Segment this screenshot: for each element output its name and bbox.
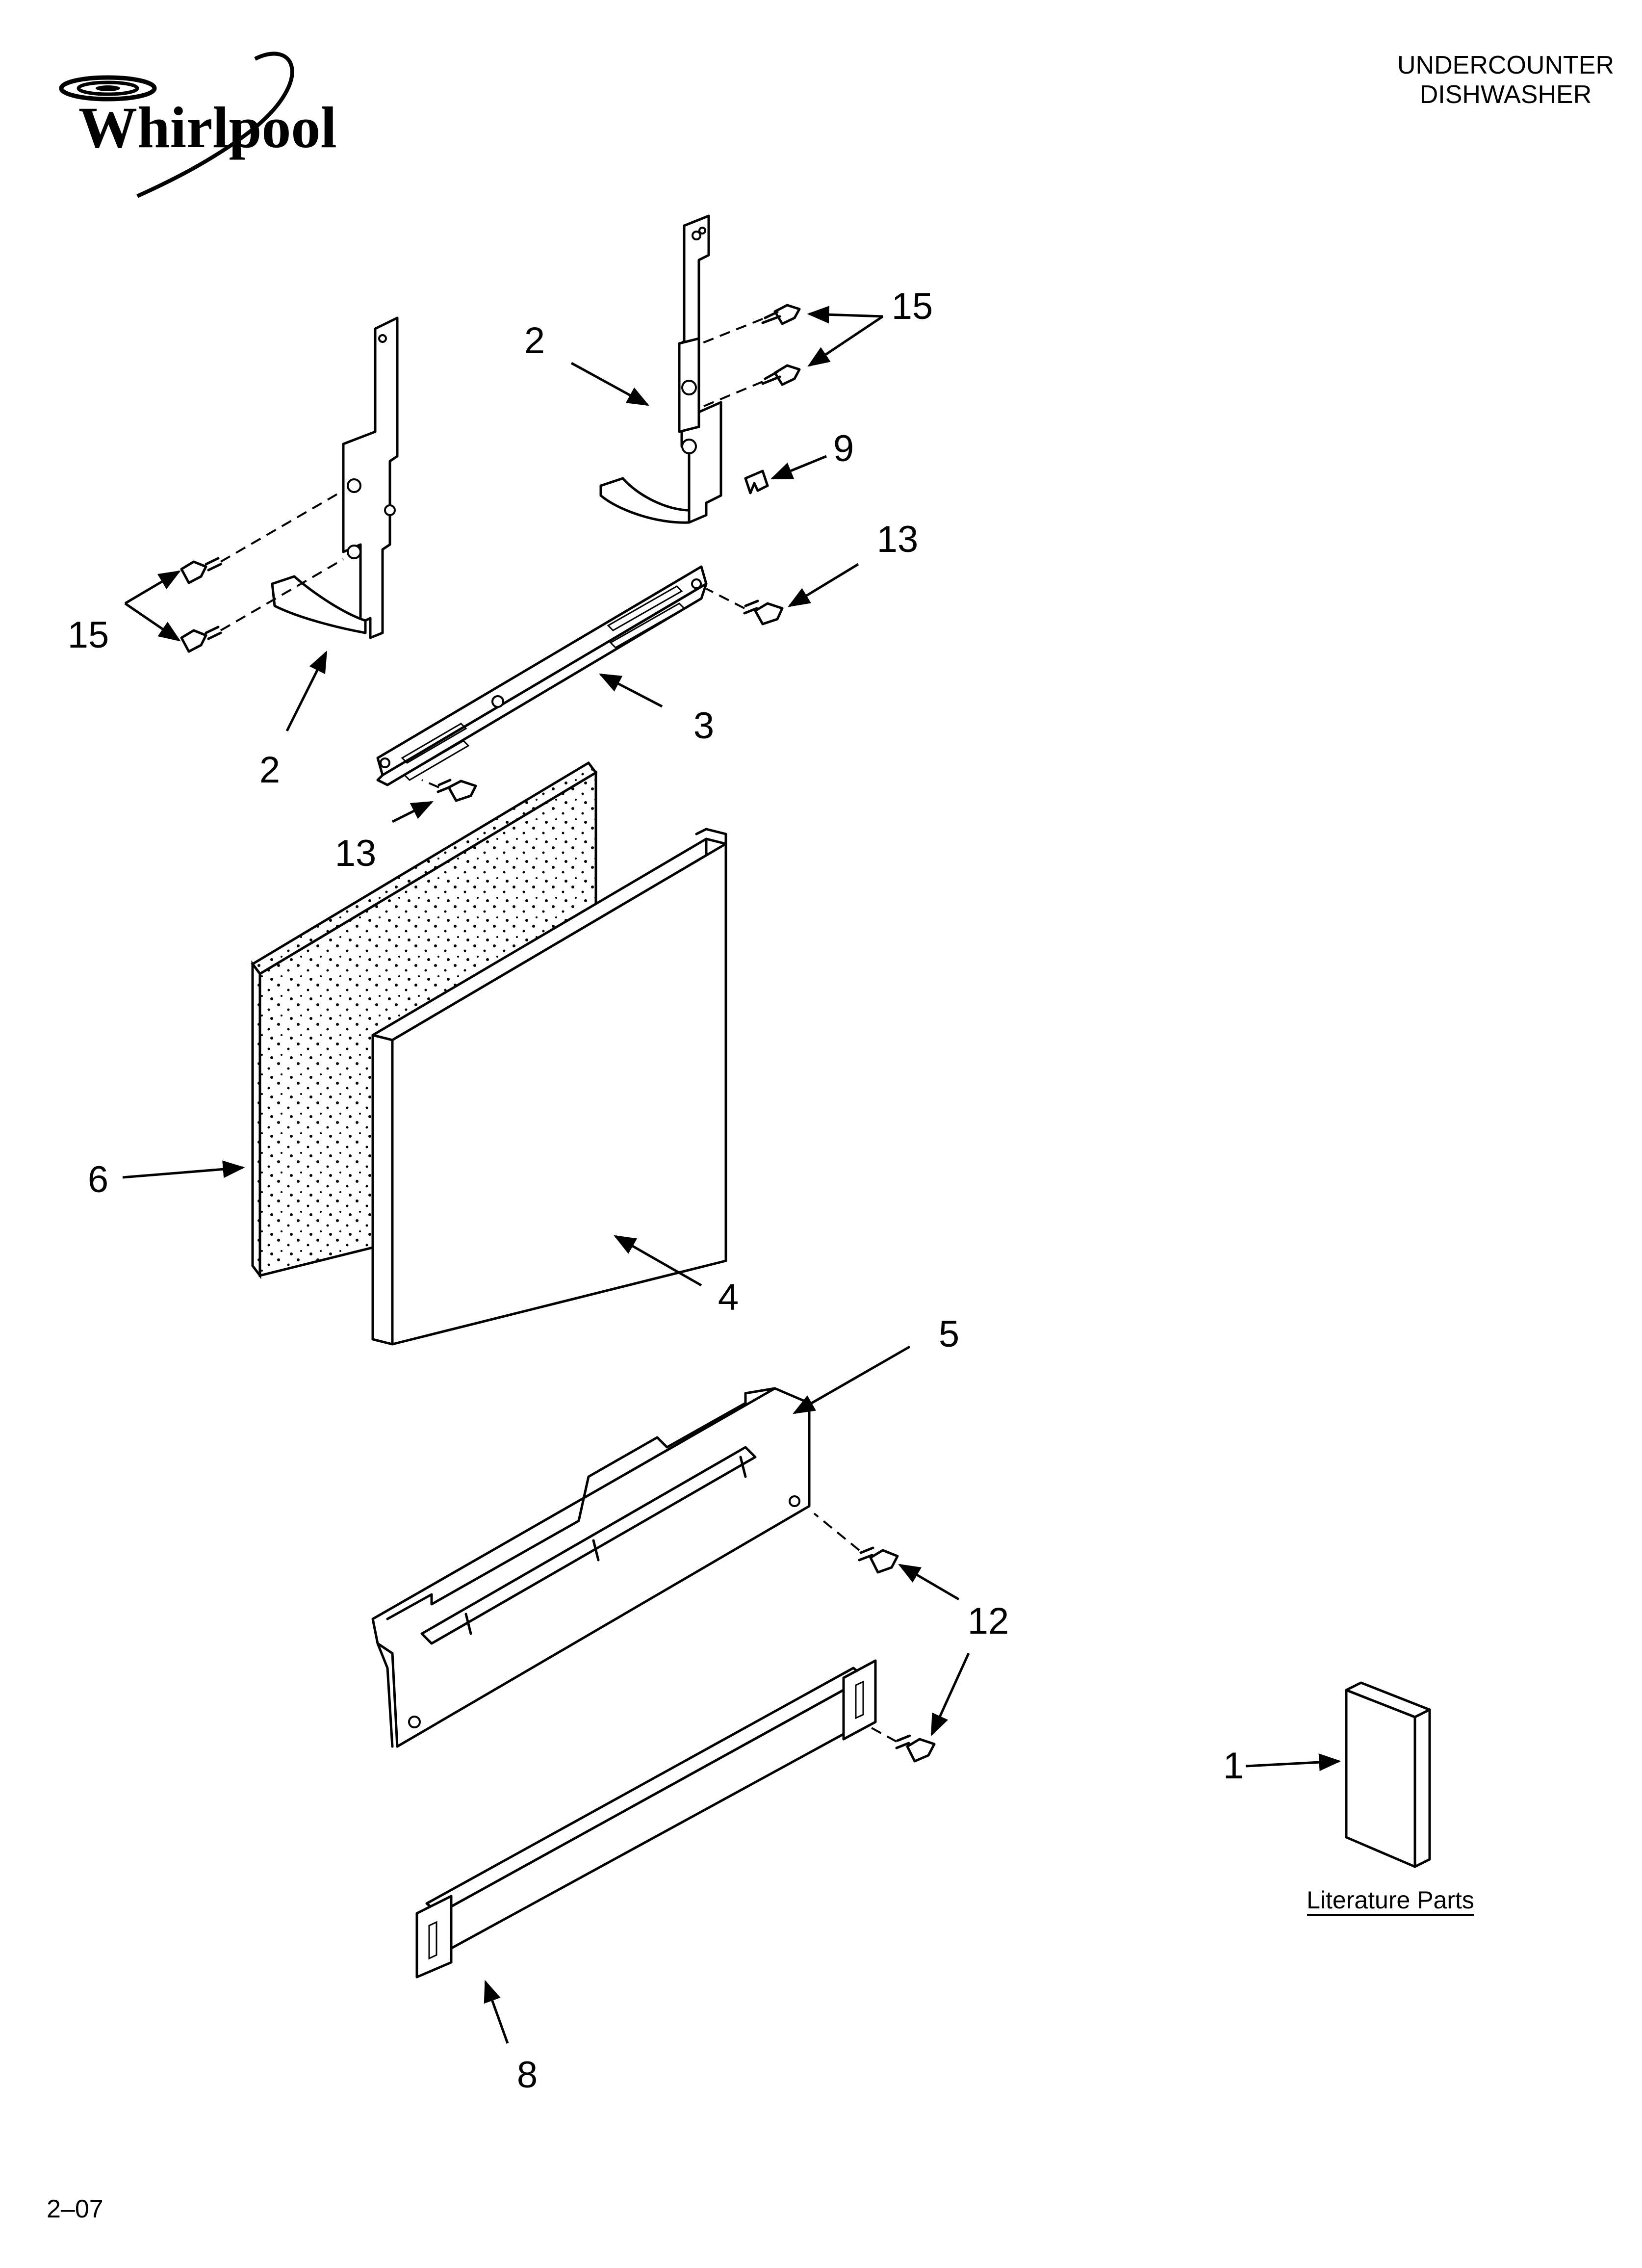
part-9-clip xyxy=(744,469,769,495)
callout-15-upper: 15 xyxy=(892,286,933,327)
part-2-hinge-bracket-right xyxy=(599,214,722,524)
header-line-1: UNDERCOUNTER xyxy=(1397,51,1614,79)
callout-13-lower: 13 xyxy=(335,833,377,874)
part-15-screw-upper-a xyxy=(761,304,801,325)
footer-code: 2–07 xyxy=(47,2195,103,2223)
callout-9: 9 xyxy=(833,428,854,469)
whirlpool-logo: Whirlpool xyxy=(59,52,337,198)
callout-12: 12 xyxy=(968,1600,1009,1642)
callout-8: 8 xyxy=(517,2054,538,2096)
part-12-screw-upper xyxy=(858,1546,899,1574)
logo-wordmark: Whirlpool xyxy=(78,95,337,160)
header-line-2: DISHWASHER xyxy=(1420,80,1592,109)
part-13-screw-right xyxy=(743,600,784,626)
part-3-rail xyxy=(376,565,708,786)
literature-parts-label: Literature Parts xyxy=(1307,1886,1474,1914)
callout-15-lower: 15 xyxy=(68,614,109,656)
part-15-screw-lower-a xyxy=(180,557,222,584)
part-4-door-panel xyxy=(371,828,727,1346)
part-12-screw-lower xyxy=(895,1734,936,1763)
callout-13-upper: 13 xyxy=(877,519,919,560)
callout-2-lower: 2 xyxy=(259,749,280,791)
callout-4: 4 xyxy=(718,1277,739,1318)
swirl-icon xyxy=(59,52,294,198)
callout-1: 1 xyxy=(1223,1745,1244,1787)
part-1-literature-book xyxy=(1345,1681,1431,1868)
part-5-support-bracket xyxy=(371,1387,811,1748)
callout-3: 3 xyxy=(693,705,714,747)
callout-2-upper: 2 xyxy=(524,320,545,362)
callout-6: 6 xyxy=(88,1159,108,1200)
part-15-screw-upper-b xyxy=(761,364,801,386)
part-13-screw-left xyxy=(436,779,477,802)
leader-lines xyxy=(122,306,1341,2044)
part-8-kick-plate xyxy=(415,1659,877,1979)
part-15-screw-lower-b xyxy=(180,626,222,653)
callout-5: 5 xyxy=(939,1313,959,1355)
part-2-hinge-bracket-left xyxy=(271,316,399,639)
